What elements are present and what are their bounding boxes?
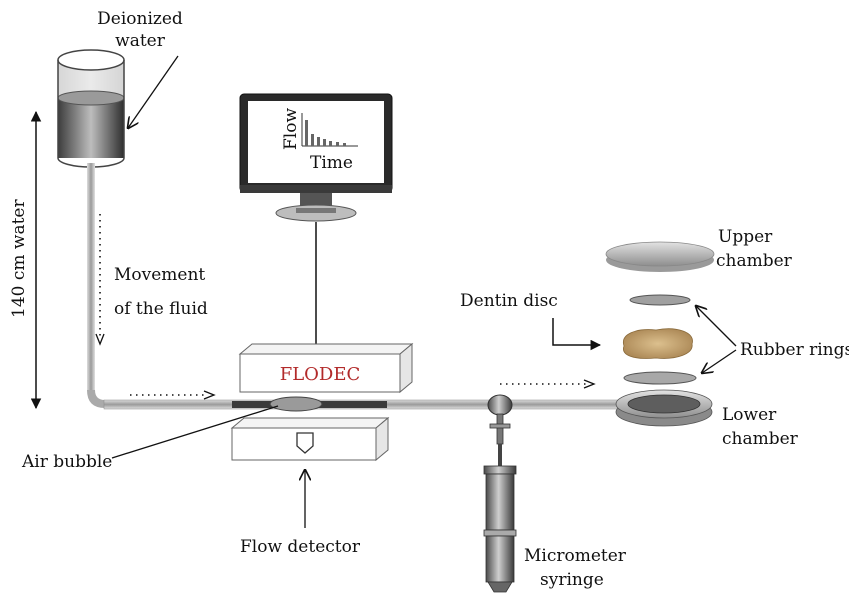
rubber-ring-lower (623, 371, 697, 385)
rubber-rings-label: Rubber rings (740, 340, 849, 360)
movement-label-line2: of the fluid (114, 299, 208, 319)
computer-monitor: Flow Time (239, 93, 393, 222)
rubber-ring-pointer-upper (696, 306, 737, 347)
monitor-chart-x-label: Time (310, 153, 353, 173)
syringe-collar (483, 465, 517, 475)
micrometer-label-line2: syringe (540, 570, 604, 590)
dentin-disc-label: Dentin disc (460, 291, 558, 311)
syringe-needle (498, 444, 502, 466)
monitor-chart-bar (343, 143, 346, 146)
monitor-chart-bar (323, 139, 326, 146)
monitor-chart-bar (317, 137, 320, 146)
syringe-ring (483, 529, 517, 537)
deionized-pointer (128, 55, 179, 128)
valve-handle (489, 423, 511, 429)
upper-chamber (605, 241, 715, 272)
micrometer-syringe (483, 394, 517, 593)
fluid-flow-right-1-head (203, 390, 216, 400)
flodec-label: FLODEC (280, 364, 361, 385)
monitor-neck (300, 193, 332, 207)
reservoir-rim (57, 49, 125, 71)
upper-chamber-top (605, 241, 715, 267)
movement-label-line1: Movement (114, 265, 205, 285)
rubber-ring-upper (629, 294, 691, 306)
monitor-chart-bar (329, 141, 332, 146)
valve-stem (496, 413, 504, 445)
syringe-barrel (485, 473, 515, 531)
flow-detector-box (230, 416, 390, 462)
fluid-flow-down-head (95, 333, 105, 346)
tube-elbow (87, 390, 105, 408)
syringe-thimble (485, 535, 515, 583)
monitor-chart-bar (311, 134, 314, 146)
lower-chamber-label-line2: chamber (722, 429, 799, 449)
reservoir-water-surface (57, 90, 125, 106)
upper-chamber-label-line1: Upper (718, 227, 773, 247)
main-tubing (87, 163, 625, 412)
monitor-chart-bar (305, 120, 308, 146)
height-label: 140 cm water (9, 199, 29, 318)
air-bubble-pointer (111, 405, 279, 459)
monitor-chin (240, 185, 392, 193)
rubber-ring-pointer-lower (702, 349, 737, 373)
water-reservoir (57, 49, 125, 168)
lower-chamber (615, 389, 713, 427)
monitor-screen (248, 101, 384, 183)
air-bubble-label: Air bubble (21, 452, 112, 472)
fluid-flow-right-2-head (583, 379, 596, 389)
monitor-chart-y-label: Flow (281, 108, 301, 150)
upper-chamber-label-line2: chamber (716, 251, 793, 271)
air-bubble-shape (269, 396, 323, 412)
three-way-valve (487, 394, 513, 416)
flodec-box (238, 342, 414, 394)
deionized-label-line1: Deionized (97, 9, 183, 29)
dentin-disc-pointer (552, 318, 602, 351)
syringe-tip (487, 581, 513, 593)
deionized-label-line2: water (115, 31, 166, 51)
lower-chamber-well (627, 394, 701, 414)
monitor-base-buttons (296, 208, 336, 213)
detector-sensor-icon (296, 432, 314, 454)
lower-chamber-label-line1: Lower (722, 405, 777, 425)
monitor-chart-bar (336, 142, 339, 146)
vertical-tube (87, 163, 95, 390)
dentin-disc-shape (623, 328, 693, 359)
micrometer-label-line1: Micrometer (524, 546, 627, 566)
flow-detector-label: Flow detector (240, 537, 361, 557)
